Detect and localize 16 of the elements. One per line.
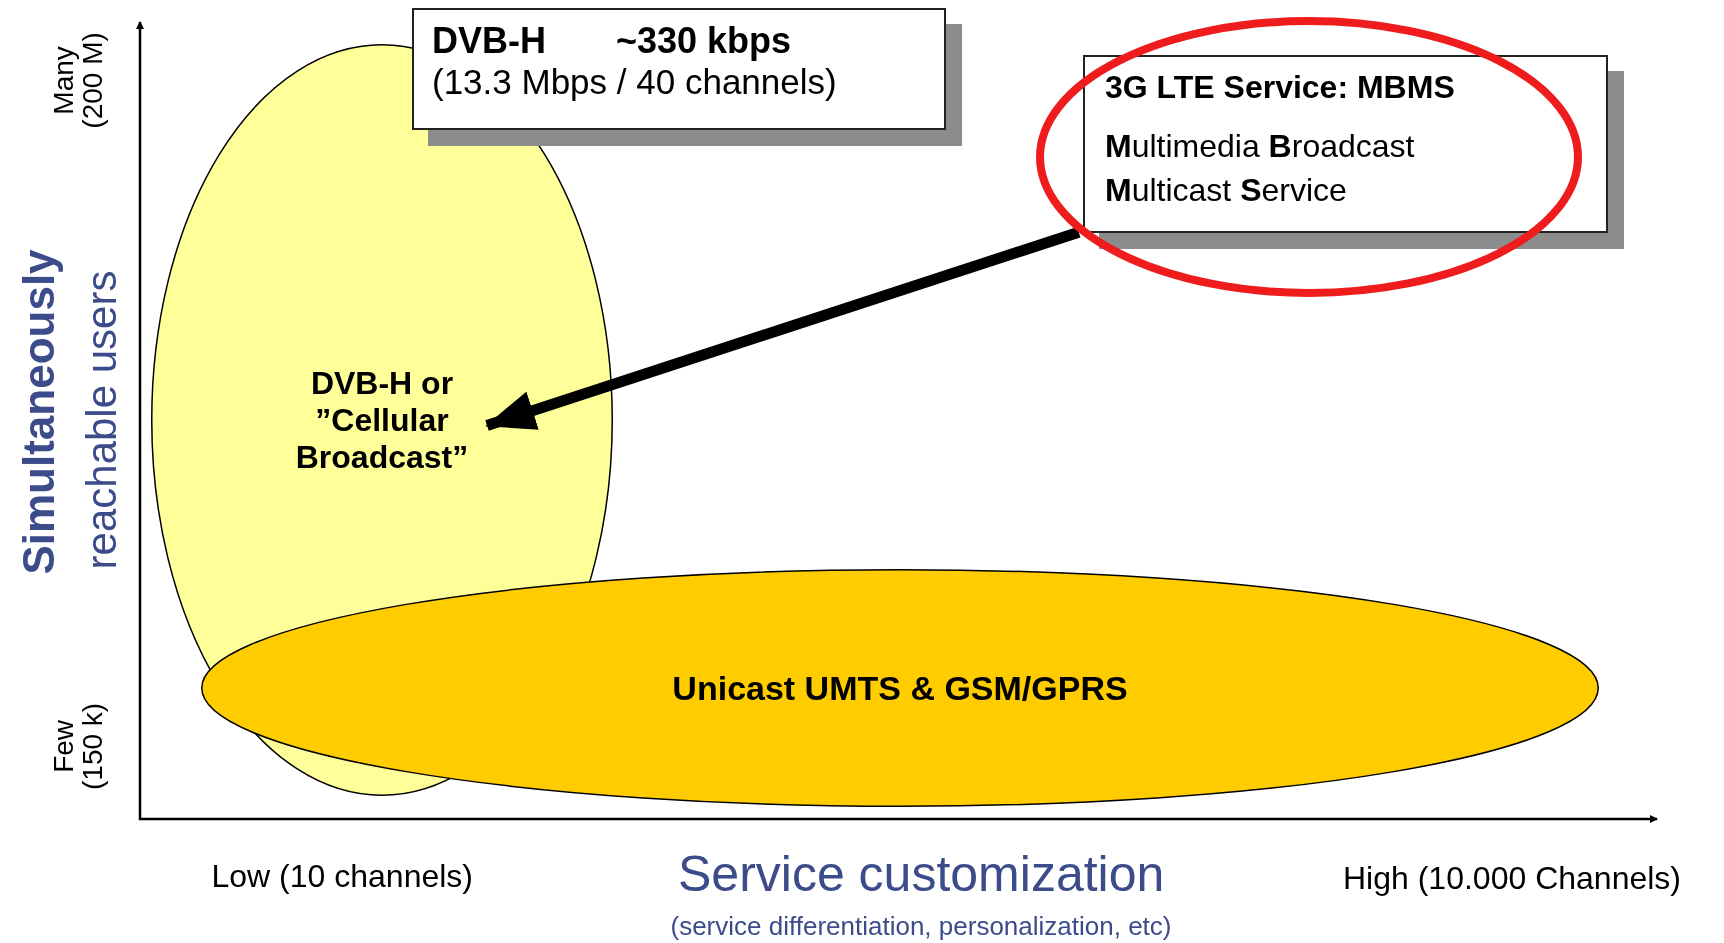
axis-tick-label: High (10.000 Channels)	[1343, 859, 1681, 897]
axis-subtitle: (service differentiation, personalization, etc)	[670, 910, 1172, 942]
axis-tick-label: Few (150 k)	[48, 701, 108, 792]
axis-title: Service customization	[678, 845, 1165, 903]
axis-title: Simultaneously	[13, 249, 64, 575]
arrow	[485, 227, 1081, 431]
axis-tick-label: Low (10 channels)	[211, 857, 473, 895]
axis-tick-label: Many (200 M)	[48, 30, 108, 131]
ellipse-label: DVB-H or ”Cellular Broadcast”	[294, 364, 470, 476]
rate-text: ~330 kbps	[616, 20, 792, 61]
description: (13.3 Mbps / 40 channels)	[432, 62, 838, 102]
heading: DVB-H	[432, 20, 546, 61]
description: Multimedia Broadcast Multicast Service	[1105, 127, 1416, 210]
heading: 3G LTE Service: MBMS	[1105, 69, 1456, 106]
axis-title: reachable users	[77, 270, 126, 570]
ellipse-label: Unicast UMTS & GSM/GPRS	[671, 668, 1129, 708]
